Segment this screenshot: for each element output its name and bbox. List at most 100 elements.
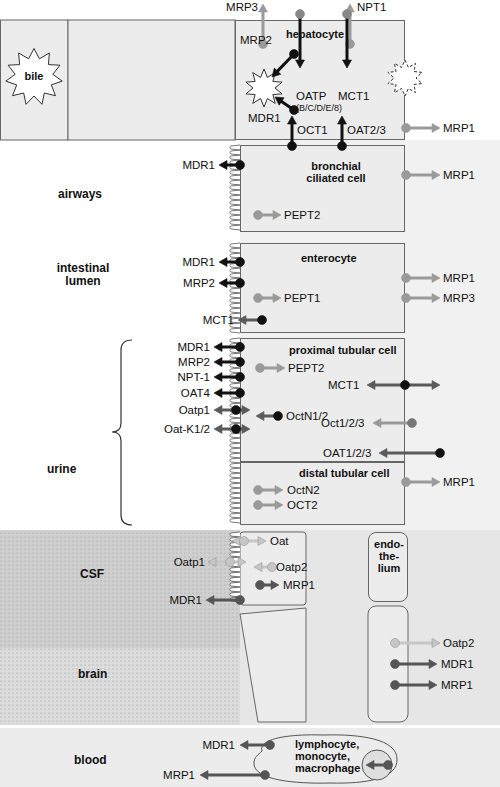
region-label: airways <box>58 188 102 201</box>
transport-arrow <box>221 346 240 349</box>
transporter-label: OAT2/3 <box>347 124 386 137</box>
transporter-label: MDR1 <box>248 112 281 125</box>
arrow-head <box>200 771 208 780</box>
cilia <box>230 532 240 602</box>
arrow-head <box>346 4 355 12</box>
transporter-label: MRP1 <box>443 272 475 285</box>
transporter-label: Oatp2 <box>276 561 307 574</box>
arrow-head <box>429 681 437 690</box>
region-label: CSF <box>80 568 104 581</box>
transporter-label: Oat-K1/2 <box>164 423 210 436</box>
transporter-dot <box>296 10 305 19</box>
transport-arrow <box>406 127 433 130</box>
cilia <box>230 338 240 523</box>
stipple <box>0 530 240 725</box>
cns-region <box>0 530 500 725</box>
transporter-label: OctN2 <box>287 484 320 497</box>
cell-label: lymphocyte, monocyte, macrophage <box>295 738 369 774</box>
arrow-head <box>219 161 227 170</box>
cell-label: endo- the- lium <box>369 538 409 574</box>
transporter-dot <box>391 639 400 648</box>
arrow-head <box>432 274 440 283</box>
arrow-head <box>429 660 437 669</box>
region-label: blood <box>74 754 107 767</box>
transport-arrow <box>395 684 430 687</box>
brain-region <box>0 648 240 725</box>
arrow-head <box>214 406 222 415</box>
cilia <box>230 145 240 230</box>
transporter-label: MCT1 <box>338 90 369 103</box>
transport-arrow <box>221 392 240 395</box>
transport-arrow <box>406 277 433 280</box>
arrow-head <box>258 537 266 546</box>
transporter-label: PEPT2 <box>288 362 324 375</box>
transporter-dot <box>391 660 400 669</box>
region-label: urine <box>47 463 76 476</box>
arrow-head <box>432 171 440 180</box>
transporter-label: MRP2 <box>178 356 210 369</box>
transporter-label: MRP3 <box>226 1 258 14</box>
region-label: intestinal lumen <box>48 262 118 288</box>
transporter-label: MDR1 <box>182 256 215 269</box>
transporter-label: NPT-1 <box>177 371 210 384</box>
arrow-head <box>214 425 222 434</box>
transport-arrow <box>226 282 240 285</box>
arrow-head <box>259 4 268 12</box>
transport-arrow <box>207 774 265 777</box>
cell-label: distal tubular cell <box>299 467 389 479</box>
arrow-head <box>214 373 222 382</box>
region-label: brain <box>78 668 107 681</box>
transporter-dot <box>240 537 249 546</box>
transporter-label: Oct1/2/3 <box>321 417 364 430</box>
arrow-head <box>271 581 279 590</box>
arrow-head <box>432 478 440 487</box>
cell-label: enterocyte <box>301 252 357 264</box>
cell-label: proximal tubular cell <box>289 344 397 356</box>
arrow-head <box>214 358 222 367</box>
cell-label: bile <box>3 70 65 82</box>
bile-star: bile <box>3 48 65 106</box>
arrow-head <box>432 639 440 648</box>
transporter-label: MDR1 <box>441 658 474 671</box>
transport-arrow <box>406 297 433 300</box>
transporter-dot <box>236 596 245 605</box>
transport-arrow <box>395 663 430 666</box>
transporter-label: NPT1 <box>357 1 386 14</box>
transporter-label: Oat <box>270 535 289 548</box>
cell-label: hepatocyte <box>286 28 344 40</box>
transporter-label: MRP1 <box>443 122 475 135</box>
transporter-label: MDR1 <box>169 594 202 607</box>
arrow-head <box>206 596 214 605</box>
transporter-label: OAT4 <box>181 387 210 400</box>
transporter-label: PEPT2 <box>284 209 320 222</box>
transporter-label: PEPT1 <box>284 292 320 305</box>
transporter-label: OCT1 <box>297 124 328 137</box>
transport-arrow <box>395 642 433 645</box>
transporter-label: MDR1 <box>182 159 215 172</box>
transporter-label: MDR1 <box>177 341 210 354</box>
arrow-head <box>254 563 262 572</box>
arrow-head <box>432 381 440 390</box>
transporter-dot <box>408 419 417 428</box>
arrow-head <box>208 558 216 567</box>
transporter-label: MRP2 <box>240 34 272 47</box>
transport-arrow <box>221 361 240 364</box>
transporter-label: OATP <box>296 90 326 103</box>
transport-arrow <box>213 599 240 602</box>
transport-arrow <box>406 481 433 484</box>
arrow-head <box>219 279 227 288</box>
transporter-label: MRP1 <box>443 476 475 489</box>
transport-arrow <box>261 566 272 569</box>
transport-arrow <box>260 584 272 587</box>
hepatocyte-cell <box>1 20 69 140</box>
brain-cell <box>240 608 306 722</box>
transport-arrow <box>221 376 240 379</box>
transporter-label: MRP1 <box>163 769 195 782</box>
arrow-head <box>214 389 222 398</box>
arrow-head <box>238 558 246 567</box>
transport-arrow <box>239 540 259 543</box>
transporter-label: MCT1 <box>203 314 234 327</box>
transporter-dot <box>436 449 445 458</box>
cell-box: distal tubular cell <box>240 462 405 525</box>
